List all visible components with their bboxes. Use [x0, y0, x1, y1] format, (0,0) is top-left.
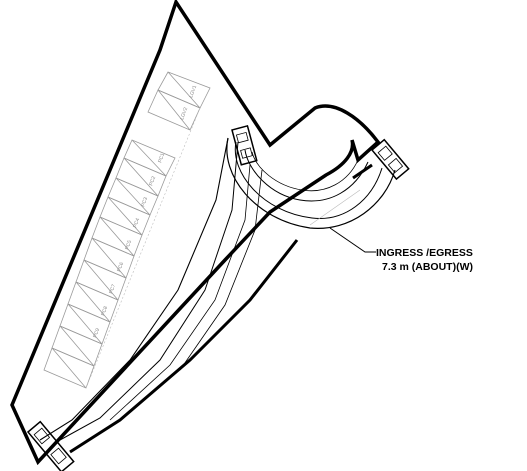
driveway-centerline [309, 189, 361, 226]
bay-label: PC5 [124, 239, 133, 250]
bay-labels: LGV1 LGV2 PC1 PC2 PC3 PC4 PC5 PC6 PC7 PC… [92, 84, 198, 338]
callout-ingress-egress: INGRESS /EGRESS [376, 247, 473, 259]
bay-label: LGV1 [188, 84, 198, 98]
bay-label: PC8 [100, 305, 109, 316]
vehicle-entrance [370, 138, 410, 181]
bay-label: PC9 [92, 327, 101, 338]
bay-label: PC3 [140, 196, 149, 207]
bay-label: LGV2 [179, 106, 189, 120]
bay-label: PC4 [132, 217, 141, 228]
callout-width: 7.3 m (ABOUT)(W) [382, 261, 473, 273]
vehicle-top [231, 124, 258, 166]
swept-path [39, 137, 396, 454]
site-boundary [10, 0, 381, 466]
bay-label: PC2 [148, 175, 157, 186]
bay-label: PC1 [157, 152, 166, 163]
parking-bays [43, 71, 211, 389]
bay-label: PC6 [116, 261, 125, 272]
vehicle-bottom [26, 420, 75, 471]
callout-leader-line [329, 227, 376, 253]
bay-label: PC7 [108, 283, 117, 294]
